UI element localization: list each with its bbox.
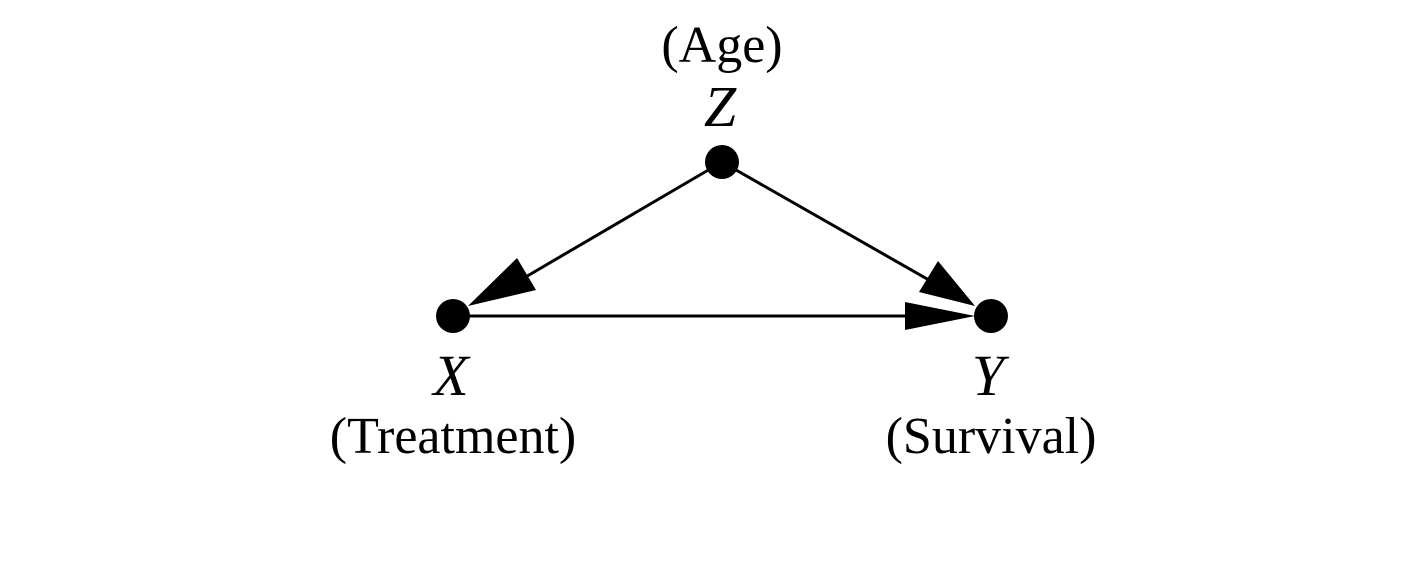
node-x-dot <box>436 299 470 333</box>
node-z-description: (Age) <box>661 17 782 74</box>
edge-z-to-y-line <box>721 160 951 294</box>
node-y: Y (Survival) <box>886 299 1097 465</box>
edge-x-to-y <box>453 302 975 330</box>
arrowhead-gap <box>912 296 961 308</box>
edge-z-to-x-line <box>499 160 723 294</box>
node-y-symbol: Y <box>972 343 1010 408</box>
node-z-symbol: Z <box>704 74 737 139</box>
node-y-description: (Survival) <box>886 408 1097 465</box>
node-y-dot <box>974 299 1008 333</box>
edge-z-to-y-arrowhead <box>919 261 975 306</box>
node-x: X (Treatment) <box>330 299 576 465</box>
edge-z-to-x <box>468 160 723 306</box>
edge-z-to-y <box>721 160 975 306</box>
node-z-dot <box>705 145 739 179</box>
node-x-symbol: X <box>431 343 471 408</box>
edge-x-to-y-arrowhead <box>905 302 975 330</box>
node-z: (Age) Z <box>661 17 783 179</box>
edge-z-to-x-arrowhead <box>468 258 536 306</box>
node-x-description: (Treatment) <box>330 408 576 465</box>
